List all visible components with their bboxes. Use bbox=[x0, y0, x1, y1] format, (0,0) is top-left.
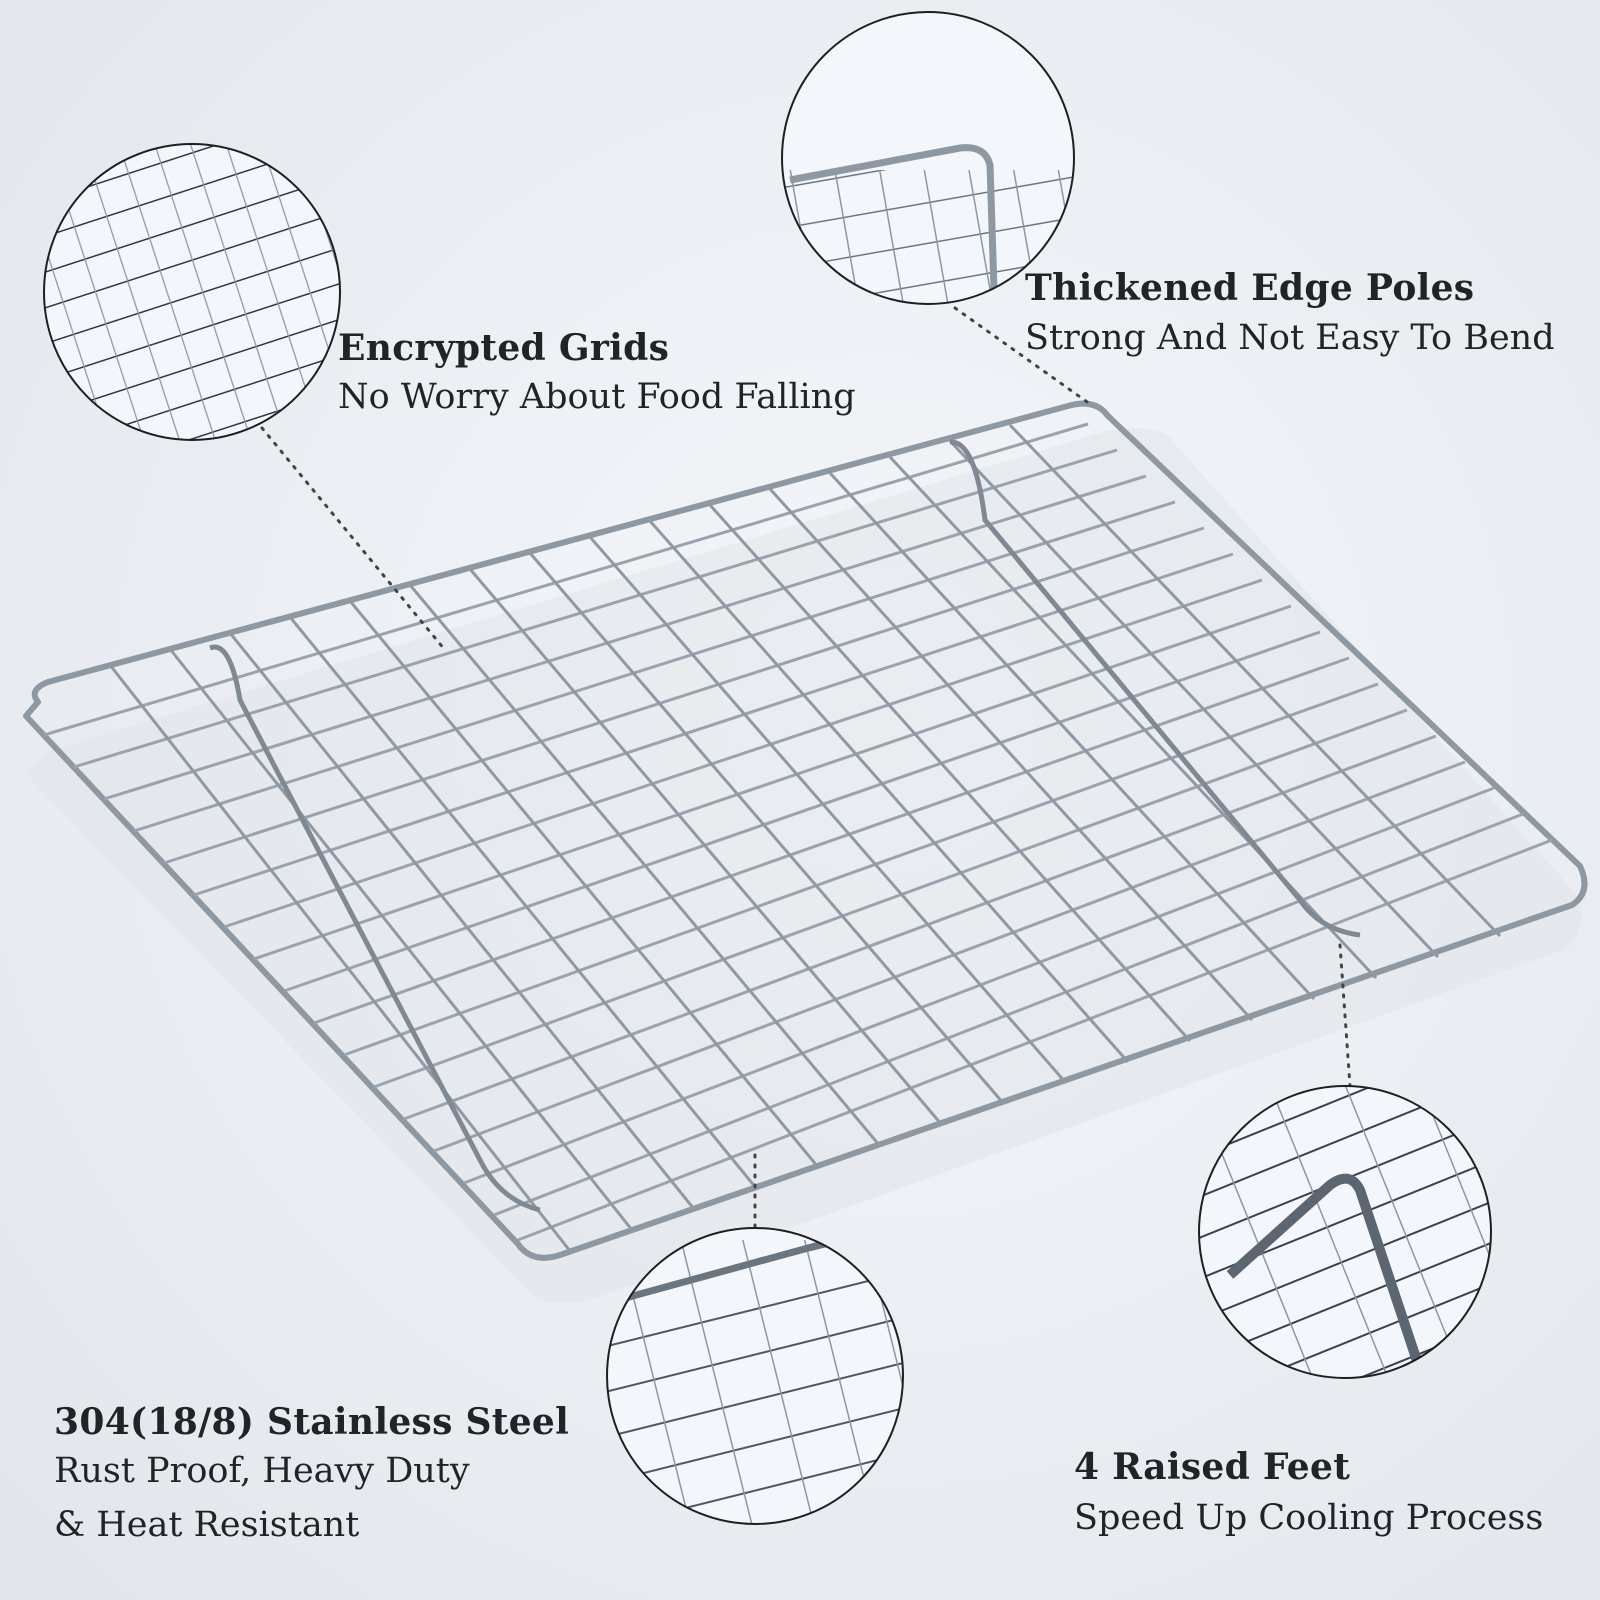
detail-circle-edge-poles bbox=[781, 11, 1075, 305]
feature-description: Strong And Not Easy To Bend bbox=[1025, 318, 1555, 358]
detail-circle-feet bbox=[1198, 1085, 1492, 1379]
feature-encrypted-grids: Encrypted Grids No Worry About Food Fall… bbox=[338, 326, 856, 424]
feature-description: Rust Proof, Heavy Duty bbox=[54, 1451, 470, 1491]
feature-title: 4 Raised Feet bbox=[1074, 1446, 1351, 1488]
rack-grid bbox=[23, 400, 1588, 1261]
feature-thickened-edge-poles: Thickened Edge Poles Strong And Not Easy… bbox=[1025, 266, 1555, 366]
detail-circle-grids bbox=[43, 143, 341, 441]
leader-lines bbox=[260, 306, 1352, 1230]
feature-description: & Heat Resistant bbox=[54, 1505, 360, 1545]
detail-circle-stainless bbox=[606, 1227, 904, 1525]
feature-description: No Worry About Food Falling bbox=[338, 377, 856, 417]
feature-title: Encrypted Grids bbox=[338, 327, 670, 369]
feature-title: 304(18/8) Stainless Steel bbox=[54, 1401, 570, 1443]
feature-title: Thickened Edge Poles bbox=[1025, 267, 1475, 309]
feature-description: Speed Up Cooling Process bbox=[1074, 1498, 1544, 1538]
feature-raised-feet: 4 Raised Feet Speed Up Cooling Process bbox=[1074, 1445, 1543, 1547]
feature-stainless-steel: 304(18/8) Stainless Steel Rust Proof, He… bbox=[54, 1400, 569, 1552]
